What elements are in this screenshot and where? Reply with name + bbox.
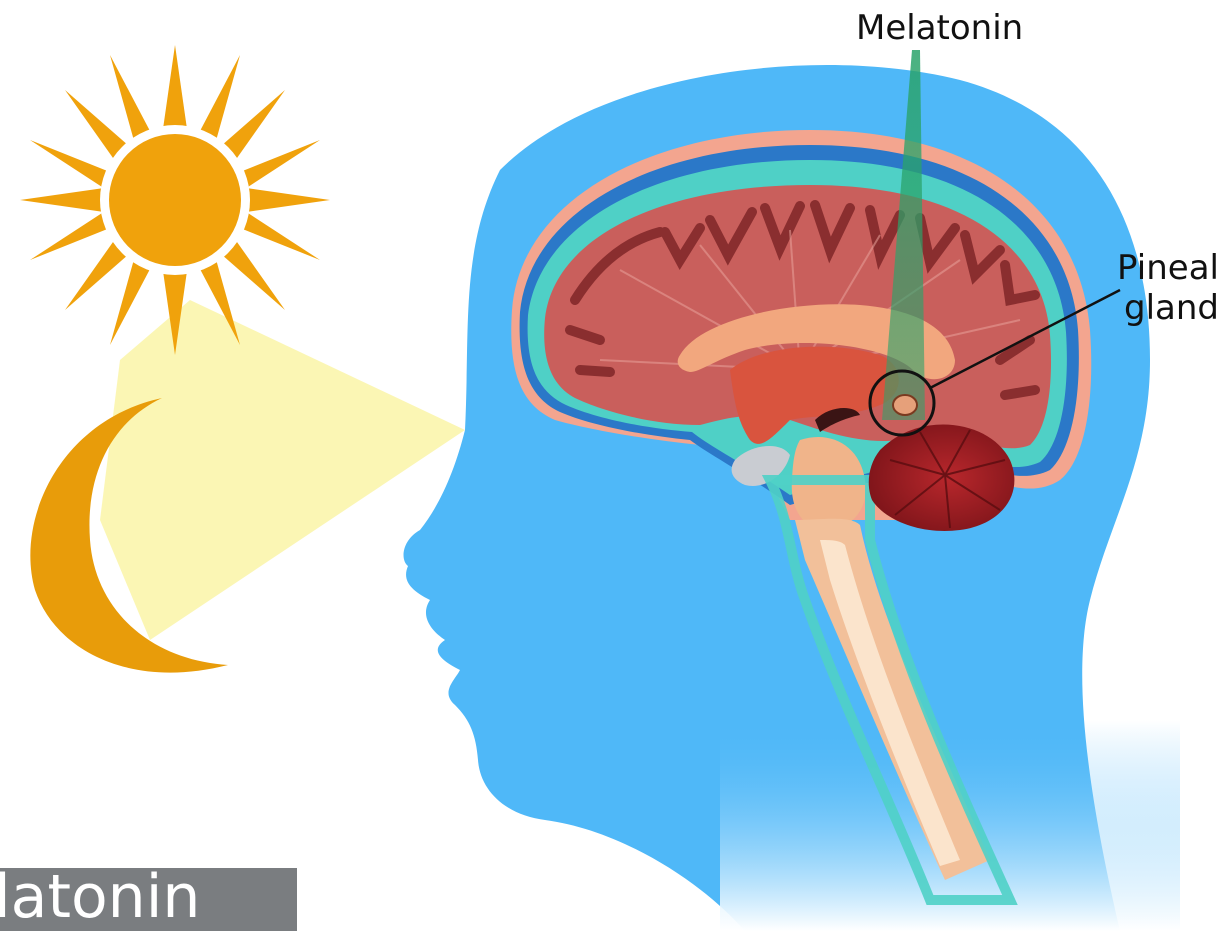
pineal-gland-label: Pineal gland [1117, 248, 1219, 328]
pineal-label-line1: Pineal [1117, 248, 1219, 288]
melatonin-label: Melatonin [856, 8, 1023, 48]
title-banner: latonin [0, 868, 297, 931]
pineal-label-line2: gland [1117, 288, 1219, 328]
banner-text: latonin [0, 868, 200, 931]
sun-icon [20, 45, 330, 355]
light-beam [100, 300, 465, 640]
pineal-gland [893, 395, 917, 415]
